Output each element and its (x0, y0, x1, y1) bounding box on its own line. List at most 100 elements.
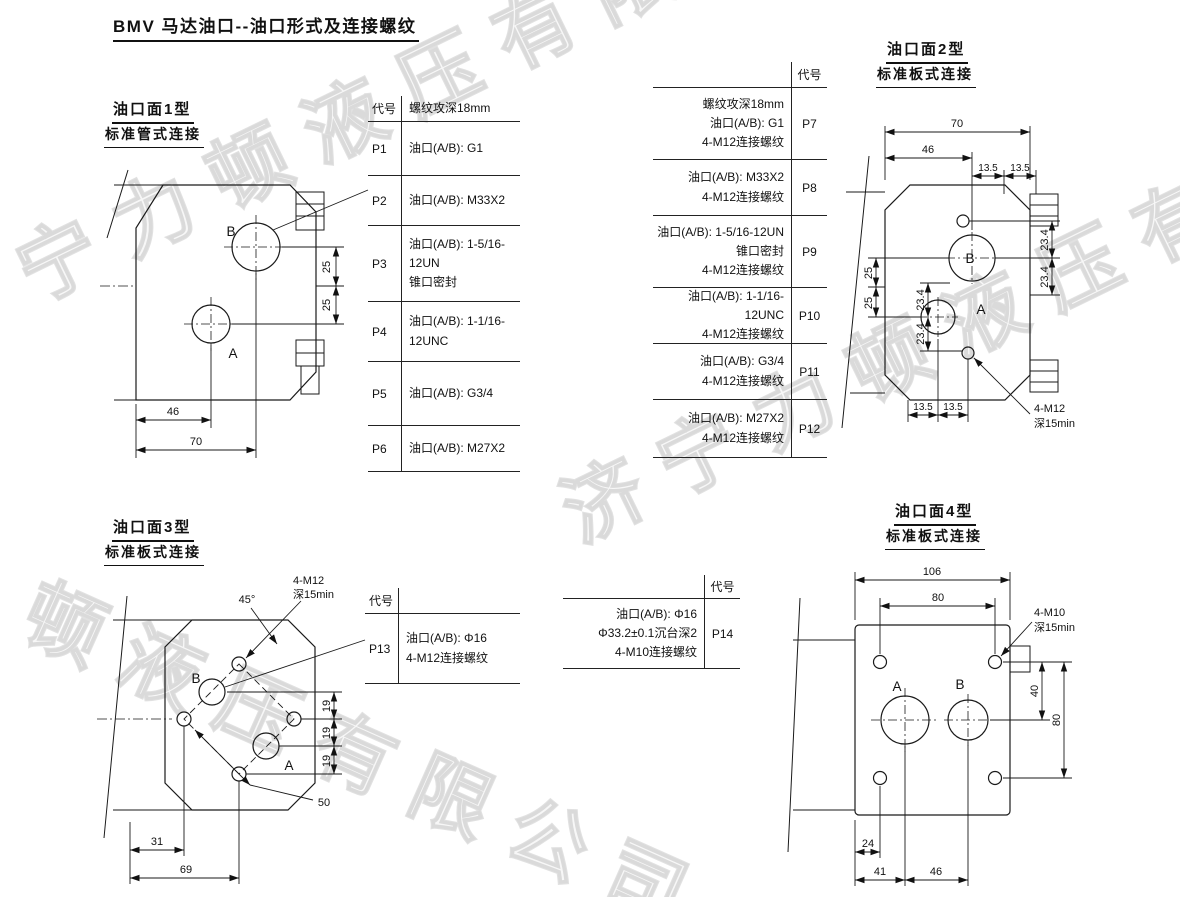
bolt-note-leader (245, 600, 302, 659)
port-desc-line: 油口(A/B): 1-5/16-12UN (409, 236, 506, 270)
port-code: P14 (704, 599, 740, 668)
port-desc-line: 油口(A/B): M27X2 (687, 411, 784, 426)
table-header: 代号 (563, 575, 740, 599)
drawing-port-face-3: B A 45° 4-M12 深15min 19 19 19 50 31 69 (97, 575, 366, 884)
port-desc-line: 油口(A/B): G1 (409, 140, 484, 155)
port-desc-line: 4-M10连接螺纹 (614, 645, 697, 660)
dim-width-b: 70 (190, 436, 202, 448)
dim-bot-2: 41 (874, 866, 886, 878)
table-header: 代号 (365, 588, 520, 614)
dim-bot-2: 69 (180, 864, 192, 876)
dimension-lines (129, 691, 342, 884)
body-break-lines (787, 597, 855, 853)
port-desc-line: 4-M12连接螺纹 (701, 263, 784, 278)
section3-heading: 油口面3型 (112, 516, 195, 542)
table-row-p5: P5 油口(A/B): G3/4 (368, 362, 520, 426)
port-label-a: A (284, 758, 293, 773)
dim-sp3: 19 (321, 755, 333, 767)
port-label-b: B (955, 677, 964, 692)
port-desc-line: 油口(A/B): M33X2 (409, 192, 506, 207)
bolt-hole-tl (872, 654, 888, 670)
code-header: 代号 (791, 62, 827, 87)
port-table-3: 代号 P13 油口(A/B): Φ16 4-M12连接螺纹 (365, 588, 520, 684)
dim-right-2: 80 (1051, 714, 1063, 726)
port-desc-line: 锥口密封 (735, 243, 784, 258)
table-row-p10: 油口(A/B): 1-1/16-12UNC 4-M12连接螺纹 P10 (653, 288, 827, 344)
table-header: 代号 (653, 62, 827, 88)
dim-bot-1: 13.5 (913, 402, 933, 413)
dim-top-holes: 80 (932, 592, 944, 604)
bolt-hole-bl (872, 770, 888, 786)
dimension-lines (868, 126, 1060, 422)
dim-right-1: 23.4 (1039, 229, 1051, 250)
bolt-hole-tr (987, 654, 1003, 670)
port-desc-line: 4-M12连接螺纹 (701, 189, 784, 204)
port-desc-line: 4-M12连接螺纹 (406, 650, 489, 665)
dim-mid-2: 23.4 (915, 323, 927, 344)
table-header: 代号 螺纹攻深18mm (368, 96, 520, 122)
table-row-p4: P4 油口(A/B): 1-1/16-12UNC (368, 302, 520, 362)
plug-fittings (295, 191, 325, 395)
port-table-1: 代号 螺纹攻深18mm P1 油口(A/B): G1 P2 油口(A/B): M… (368, 96, 520, 472)
table-row-p7: 螺纹攻深18mm 油口(A/B): G1 4-M12连接螺纹 P7 (653, 88, 827, 160)
port-desc-line: 锥口密封 (409, 275, 458, 290)
port-desc-line: 油口(A/B): Φ16 (616, 606, 697, 621)
port-desc-line: 4-M12连接螺纹 (701, 135, 784, 150)
port-code: P3 (368, 226, 402, 301)
table-row-p2: P2 油口(A/B): M33X2 (368, 176, 520, 226)
centerlines (184, 215, 290, 351)
leader-to-table (272, 189, 369, 231)
port-code: P1 (368, 122, 402, 175)
page-title: BMV 马达油口--油口形式及连接螺纹 (113, 12, 420, 42)
body-outline (100, 169, 317, 401)
drawing-port-face-1: B A 25 25 46 70 (100, 169, 369, 458)
dim-top-b: 46 (922, 144, 934, 156)
section3-subheading: 标准板式连接 (104, 542, 204, 566)
drawing-port-face-4: A B 106 80 40 80 24 41 46 4-M10 深15min (787, 566, 1075, 886)
dim-offset-a: 25 (321, 299, 333, 311)
plate-outline (884, 184, 1031, 401)
bolt-note-line2: 深15min (293, 588, 334, 601)
port-code: P13 (365, 614, 399, 683)
port-label-b: B (226, 224, 235, 239)
table-row-p9: 油口(A/B): 1-5/16-12UN 锥口密封 4-M12连接螺纹 P9 (653, 216, 827, 288)
port-label-a: A (976, 302, 985, 317)
plug-tab (1009, 645, 1031, 673)
port-desc-line: 4-M12连接螺纹 (701, 430, 784, 445)
plate-outline (164, 619, 316, 811)
port-code: P7 (791, 88, 827, 159)
dim-mid-1: 23.4 (915, 289, 927, 310)
centerlines (871, 688, 992, 752)
angle-note: 45° (239, 594, 256, 606)
dim-width-a: 46 (167, 406, 179, 418)
port-desc-line: 油口(A/B): M27X2 (409, 440, 506, 455)
port-desc-line: 油口(A/B): 1-5/16-12UN (657, 224, 784, 239)
port-table-4: 代号 油口(A/B): Φ16 Φ33.2±0.1沉台深2 4-M10连接螺纹 … (563, 575, 740, 669)
table-row-p8: 油口(A/B): M33X2 4-M12连接螺纹 P8 (653, 160, 827, 216)
section1-subheading: 标准管式连接 (104, 124, 204, 148)
port-desc-line: 油口(A/B): Φ16 (406, 631, 487, 646)
bolt-note-line2: 深15min (1034, 621, 1075, 634)
port-b-circle (198, 678, 226, 706)
table-row-p6: P6 油口(A/B): M27X2 (368, 426, 520, 472)
port-label-b: B (965, 251, 974, 266)
table-row-p3: P3 油口(A/B): 1-5/16-12UN 锥口密封 (368, 226, 520, 302)
port-desc-line: 4-M12连接螺纹 (701, 327, 784, 342)
dim-top-width: 106 (923, 566, 941, 578)
bolt-note-leader (1000, 621, 1033, 657)
desc-header: 螺纹攻深18mm (409, 100, 491, 115)
port-a-circle (252, 732, 280, 760)
section4-subheading: 标准板式连接 (885, 526, 985, 550)
dim-right-1: 40 (1029, 685, 1041, 697)
dim-bot-3: 46 (930, 866, 942, 878)
bolt-note-line1: 4-M12 (1034, 403, 1065, 415)
section2-heading: 油口面2型 (886, 38, 969, 64)
port-code: P2 (368, 176, 402, 225)
port-label-a: A (228, 346, 237, 361)
dim-left-1: 25 (863, 267, 875, 279)
leader-to-table (224, 639, 366, 688)
dim-top-s1: 13.5 (978, 163, 998, 174)
port-b-circle (231, 222, 281, 272)
dim-left-2: 25 (863, 297, 875, 309)
